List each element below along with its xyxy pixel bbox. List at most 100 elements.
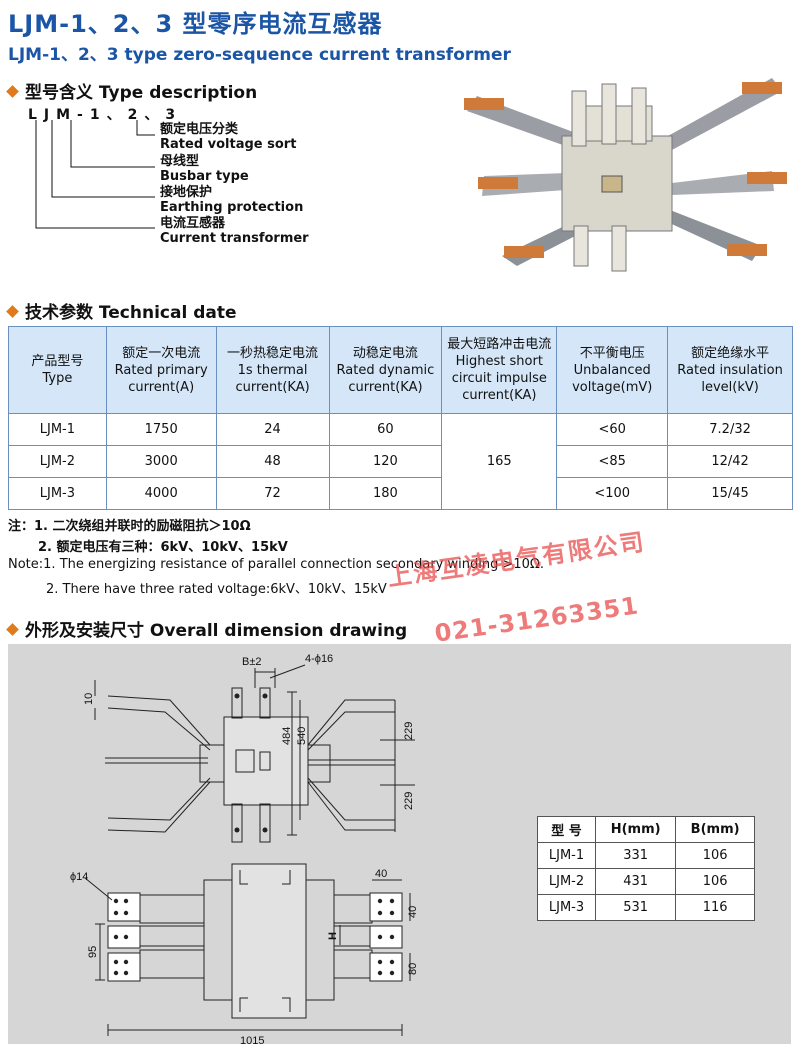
dim-table-header-row: 型 号 H(mm) B(mm): [536, 816, 755, 843]
type-desc-ct-cn: 电流互感器: [160, 216, 226, 231]
table-cell: 72: [215, 477, 330, 510]
th-type: 产品型号 Type: [8, 326, 107, 414]
dimension-labels: B±2 4-ϕ16 10 484 540 229 229 ϕ14 40 40 9…: [70, 653, 419, 1047]
product-photo: [464, 78, 787, 272]
table-cell: 531: [595, 894, 677, 921]
table-cell: LJM-3: [8, 477, 107, 510]
type-description-heading: 型号含义 Type description: [4, 78, 257, 103]
table-cell: LJM-2: [536, 868, 597, 895]
dim-label-80: 80: [407, 963, 419, 975]
th-thermal-en: 1s thermal current(KA): [235, 362, 310, 395]
type-desc-ct-en: Current transformer: [160, 231, 309, 246]
bolt-holes: [113, 693, 395, 976]
table-cell: 48: [215, 445, 330, 478]
dim-label-10: 10: [83, 693, 95, 705]
type-desc-earthing-en: Earthing protection: [160, 200, 304, 215]
table-cell: 180: [328, 477, 443, 510]
transformer-body: [561, 83, 673, 272]
leader-line-voltage: [136, 120, 155, 136]
table-cell: 24: [215, 413, 330, 446]
leader-line-ct: [35, 120, 155, 229]
table-cell: 331: [595, 842, 677, 869]
table-cell: 4000: [105, 477, 217, 510]
drawing-heading: 外形及安装尺寸 Overall dimension drawing: [4, 616, 407, 641]
table-cell: LJM-3: [536, 894, 597, 921]
dim-label-540: 540: [296, 727, 308, 745]
dim-label-1015: 1015: [240, 1035, 264, 1047]
top-view: [94, 664, 415, 843]
leader-line-earthing: [51, 120, 155, 198]
th-primary-cn: 额定一次电流: [122, 345, 201, 361]
table-cell: LJM-1: [536, 842, 597, 869]
th-thermal-cn: 一秒热稳定电流: [227, 345, 319, 361]
dim-th-b: B(mm): [675, 816, 755, 843]
dimension-table: 型 号 H(mm) B(mm) LJM-1 331 106 LJM-2 431 …: [536, 816, 755, 921]
table-cell: LJM-1: [8, 413, 107, 446]
impulse-shared-cell: 165: [441, 413, 558, 510]
type-desc-earthing-cn: 接地保护: [160, 185, 213, 200]
dim-label-95: 95: [87, 946, 99, 958]
dim-label-484: 484: [281, 727, 293, 745]
th-impulse-en: Highest short circuit impulse current(KA…: [451, 354, 547, 403]
side-view: [84, 863, 411, 1036]
type-code-leader-lines: [35, 120, 155, 229]
dim-label-229-bottom: 229: [403, 792, 415, 810]
dim-label-h: H: [327, 932, 339, 940]
type-desc-earthing: 接地保护 Earthing protection: [160, 185, 303, 215]
table-row: LJM-1 331 106: [536, 842, 755, 869]
th-type-cn: 产品型号: [31, 354, 84, 369]
table-cell: 15/45: [667, 477, 793, 510]
note-en-2: 2. There have three rated voltage:6kV、10…: [46, 582, 387, 597]
th-primary-en: Rated primary current(A): [114, 362, 208, 395]
type-description-heading-text: 型号含义 Type description: [25, 83, 258, 103]
type-desc-voltage-en: Rated voltage sort: [160, 137, 297, 152]
dim-label-b: B±2: [242, 656, 262, 668]
dim-label-phi14: ϕ14: [70, 871, 88, 883]
type-desc-voltage: 额定电压分类 Rated voltage sort: [160, 122, 296, 152]
dim-th-h: H(mm): [595, 816, 677, 843]
table-row: LJM-3 4000 72 180 <100 15/45: [8, 477, 793, 510]
table-cell: <60: [556, 413, 669, 446]
technical-heading-text: 技术参数 Technical date: [25, 303, 237, 323]
type-desc-busbar-en: Busbar type: [160, 169, 249, 184]
th-unbalanced-en: Unbalanced voltage(mV): [572, 362, 653, 395]
table-cell: <85: [556, 445, 669, 478]
dim-label-holes: 4-ϕ16: [305, 653, 333, 665]
table-row: LJM-2 431 106: [536, 868, 755, 895]
note-cn-2: 2. 额定电压有三种：6kV、10kV、15kV: [38, 540, 288, 555]
table-row: LJM-1 1750 24 60 165 <60 7.2/32: [8, 413, 793, 510]
table-cell: 106: [675, 842, 755, 869]
th-insulation-en: Rated insulation level(kV): [677, 362, 783, 395]
table-cell: 431: [595, 868, 677, 895]
table-cell: <100: [556, 477, 669, 510]
table-cell: 116: [675, 894, 755, 921]
page-subtitle: LJM-1、2、3 type zero-sequence current tra…: [8, 45, 511, 65]
note-cn-1: 注：1. 二次绕组并联时的励磁阻抗＞10Ω: [8, 519, 251, 534]
table-cell: LJM-2: [8, 445, 107, 478]
table-cell: 1750: [105, 413, 217, 446]
table-cell: 7.2/32: [667, 413, 793, 446]
th-dynamic-en: Rated dynamic current(KA): [336, 362, 435, 395]
page-title: LJM-1、2、3 型零序电流互感器: [8, 10, 383, 38]
th-impulse: 最大短路冲击电流 Highest short circuit impulse cu…: [441, 326, 558, 414]
th-impulse-cn: 最大短路冲击电流: [447, 337, 552, 352]
note-en-1: Note:1. The energizing resistance of par…: [8, 557, 544, 572]
table-row: LJM-3 531 116: [536, 894, 755, 921]
type-desc-voltage-cn: 额定电压分类: [160, 122, 239, 137]
dim-th-type: 型 号: [536, 816, 597, 843]
dim-label-40-side: 40: [407, 906, 419, 918]
dim-label-40-top: 40: [375, 868, 387, 880]
table-row: LJM-2 3000 48 120 <85 12/42: [8, 445, 793, 478]
leader-line-busbar: [70, 120, 155, 168]
th-dynamic-cn: 动稳定电流: [352, 345, 418, 361]
type-desc-busbar: 母线型 Busbar type: [160, 154, 249, 184]
th-type-en: Type: [42, 371, 73, 386]
